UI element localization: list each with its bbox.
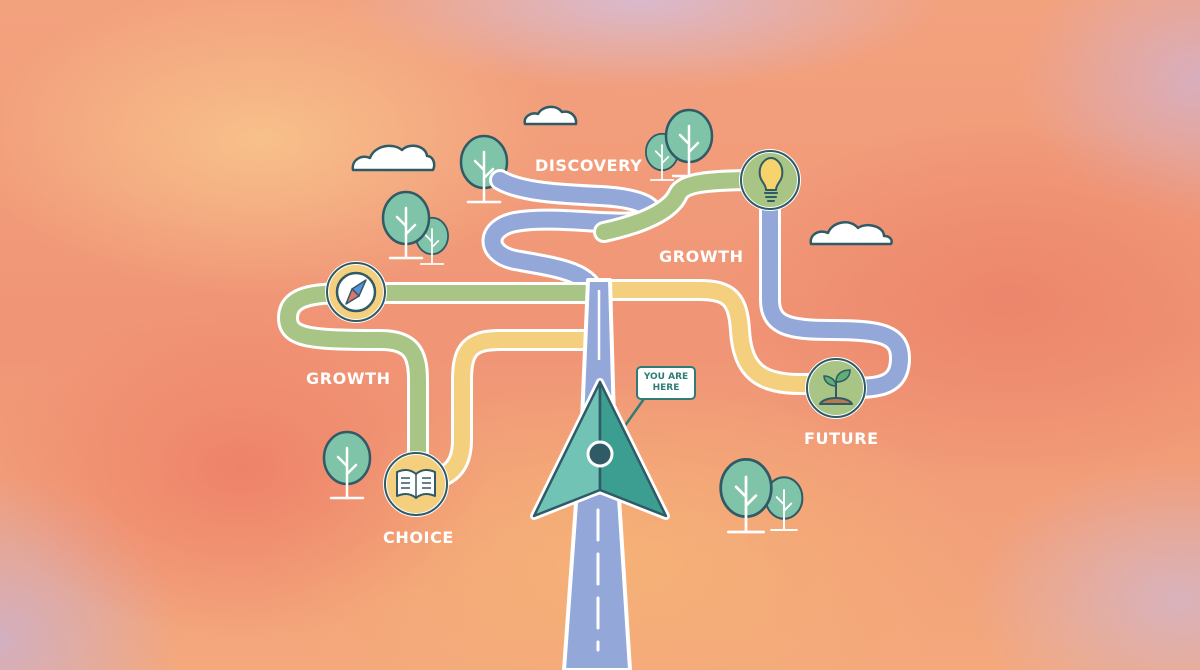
label-future: FUTURE [804,429,879,448]
lightbulb-icon [739,149,801,211]
future-blue-path [759,179,911,399]
sprout-icon [805,357,867,419]
label-discovery: DISCOVERY [535,156,643,175]
label-choice: CHOICE [383,528,454,547]
you-are-here-callout: YOU ARE HERE [636,366,696,400]
growth-green-path-right [593,169,771,243]
discovery-blue-path [481,169,663,307]
tree-icon [322,430,372,500]
choice-yellow-path-right [593,279,849,395]
cloud-icon [351,144,436,172]
label-growth-right: GROWTH [659,247,744,266]
you-are-here-text: YOU ARE HERE [643,372,689,393]
book-icon [383,451,449,517]
label-growth-left: GROWTH [306,369,391,388]
cloud-icon [523,105,578,126]
cloud-icon [809,221,893,246]
compass-icon [325,261,387,323]
growth-green-path-left [277,282,609,481]
navigation-arrow-icon [530,378,670,520]
tree-icon [719,458,773,534]
